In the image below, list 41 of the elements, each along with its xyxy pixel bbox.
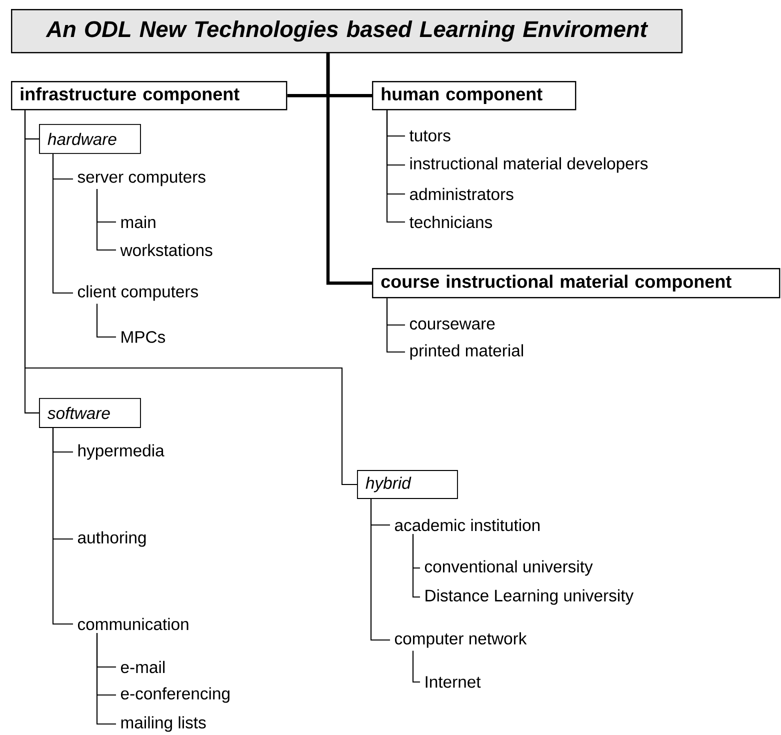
tree-item: workstations bbox=[120, 244, 212, 256]
connector-line bbox=[412, 534, 420, 598]
tree-item: instructional material developers bbox=[410, 157, 648, 173]
category-box: software bbox=[39, 398, 141, 428]
tree-item: client computers bbox=[78, 285, 198, 301]
tree-item: main bbox=[121, 216, 156, 228]
connector-line bbox=[412, 650, 420, 683]
tree-item: technicians bbox=[410, 216, 492, 228]
connector-line bbox=[96, 633, 116, 725]
connector-line bbox=[370, 498, 390, 641]
connector-line bbox=[52, 154, 73, 294]
connector-line bbox=[24, 110, 357, 485]
tree-item: printed material bbox=[410, 344, 523, 360]
connector-line bbox=[386, 110, 405, 223]
connector-line bbox=[52, 428, 73, 625]
connector-line bbox=[386, 298, 405, 353]
tree-item: e-mail bbox=[120, 660, 165, 674]
connector-line bbox=[96, 189, 116, 251]
component-box: human component bbox=[372, 81, 576, 110]
tree-item: administrators bbox=[410, 188, 514, 200]
category-box: hybrid bbox=[357, 470, 458, 499]
tree-item: mailing lists bbox=[121, 716, 206, 732]
connector-line bbox=[326, 53, 372, 285]
tree-item: e-conferencing bbox=[120, 687, 230, 703]
tree-item: MPCs bbox=[122, 331, 166, 343]
tree-item: authoring bbox=[78, 531, 146, 547]
component-box: infrastructure component bbox=[11, 81, 288, 110]
tree-item: conventional university bbox=[424, 560, 593, 576]
tree-item: Internet bbox=[426, 676, 481, 688]
tree-item: academic institution bbox=[394, 518, 540, 532]
tree-item: hypermedia bbox=[78, 444, 164, 460]
tree-item: server computers bbox=[78, 172, 206, 186]
connector-line bbox=[96, 304, 116, 338]
tree-item: communication bbox=[78, 618, 188, 630]
tree-item: courseware bbox=[410, 320, 495, 330]
title-box: An ODL New Technologies based Learning Enviroment bbox=[11, 9, 683, 54]
tree-item: Distance Learning university bbox=[426, 589, 634, 605]
category-box: hardware bbox=[39, 124, 141, 154]
tree-item: tutors bbox=[410, 130, 450, 142]
component-box: course instructional material component bbox=[372, 268, 780, 298]
tree-item: computer network bbox=[394, 632, 527, 648]
